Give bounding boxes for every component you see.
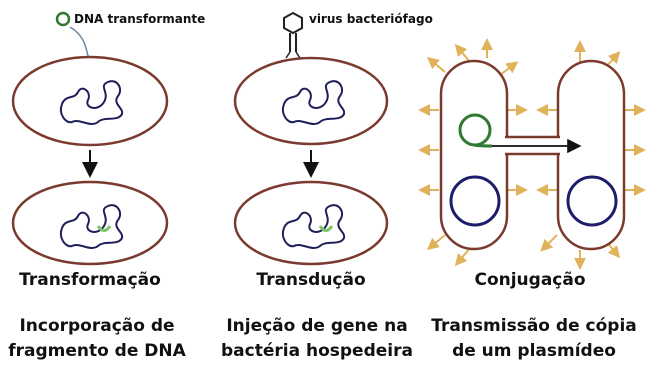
virus-bacteriofago-label: virus bacteriófago (309, 12, 433, 26)
injected-gene-segment (318, 225, 334, 232)
panel-description-line-1: Injeção de gene na (226, 316, 407, 336)
panel-description-line-2: fragmento de DNA (8, 341, 186, 361)
bacterium-cell-after (11, 180, 169, 266)
panel-description-line-1: Incorporação de (19, 316, 174, 336)
panel-description-line-2: bactéria hospedeira (221, 341, 413, 361)
transformation-panel: DNA transformante Transformação Incorpor… (8, 11, 205, 361)
dna-transformante-label: DNA transformante (74, 12, 205, 26)
chromosome (60, 80, 124, 125)
panel-title: Transdução (256, 270, 365, 290)
bacterium-cell-before (233, 56, 389, 146)
panel-description-line-1: Transmissão de cópia (431, 316, 637, 336)
bacteriophage-icon (283, 11, 303, 59)
panel-title: Conjugação (474, 270, 585, 290)
donor-bacterium (439, 59, 509, 251)
conjugation-panel: Conjugação Transmissão de cópia de um pl… (418, 38, 646, 361)
transferring-dna-strand (473, 143, 493, 148)
recipient-chromosome (566, 175, 618, 227)
panel-description-line-2: de um plasmídeo (452, 341, 616, 361)
recipient-bacterium (556, 59, 626, 251)
bacterium-cell-before (11, 55, 169, 147)
incorporated-gene-segment (96, 225, 112, 232)
chromosome (282, 80, 346, 125)
transforming-dna-icon (55, 11, 71, 27)
transduction-panel: virus bacteriófago Transdução Injeção de… (221, 11, 433, 361)
recombined-chromosome (60, 204, 124, 249)
panel-title: Transformação (19, 270, 161, 290)
recombined-chromosome (282, 204, 346, 249)
donor-chromosome (449, 175, 501, 227)
